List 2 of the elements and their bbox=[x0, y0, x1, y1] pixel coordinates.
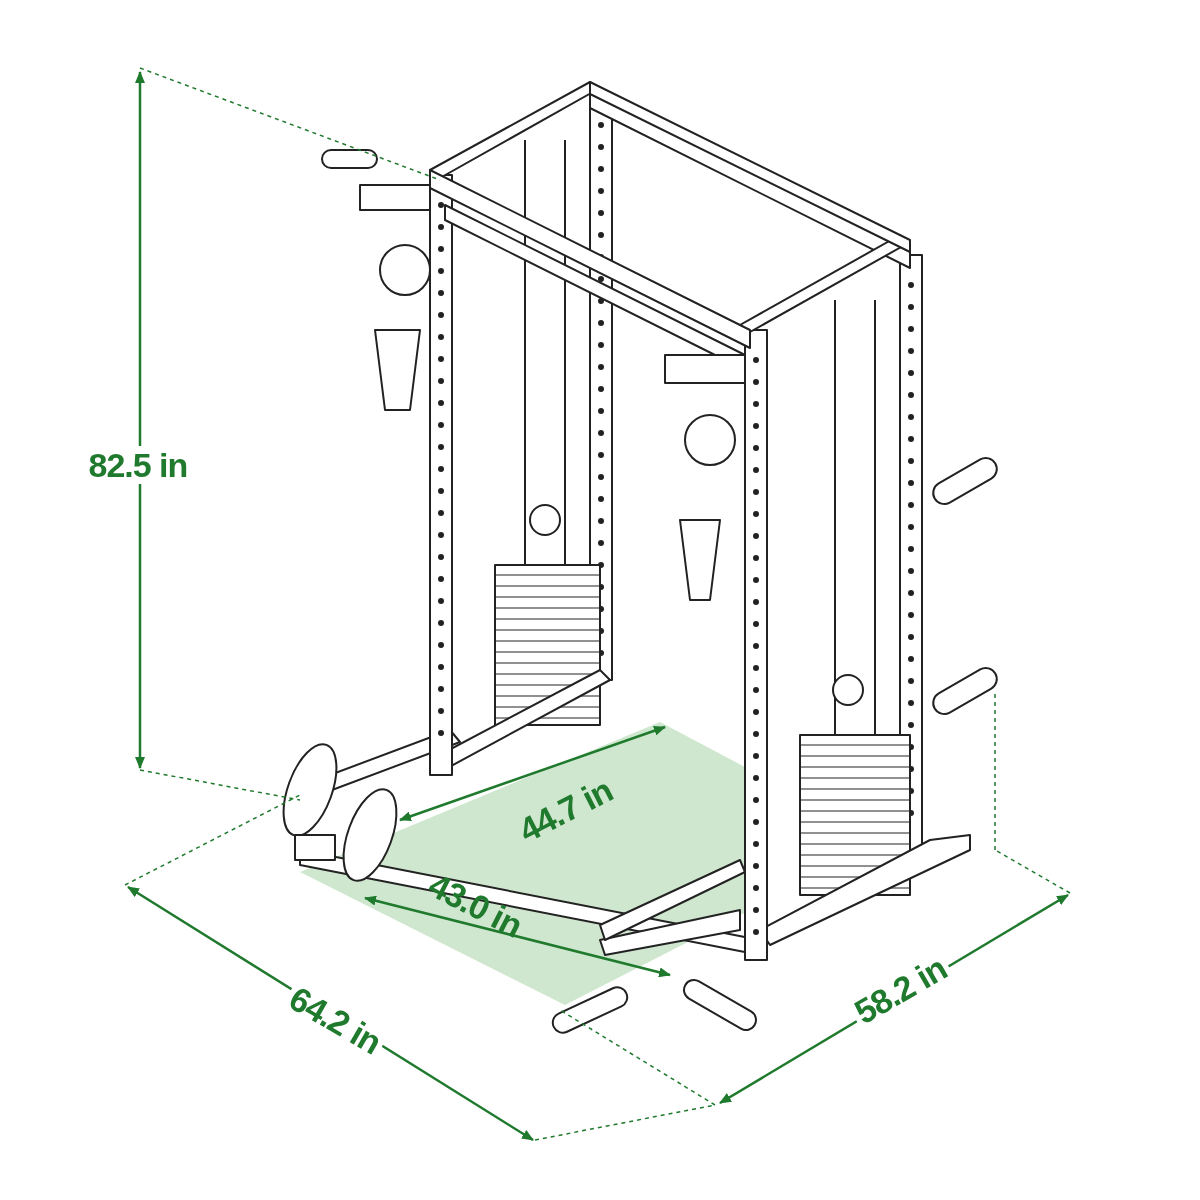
dimension-label: 44.7 in bbox=[511, 769, 619, 852]
dimension-label: 43.0 in bbox=[421, 864, 529, 947]
